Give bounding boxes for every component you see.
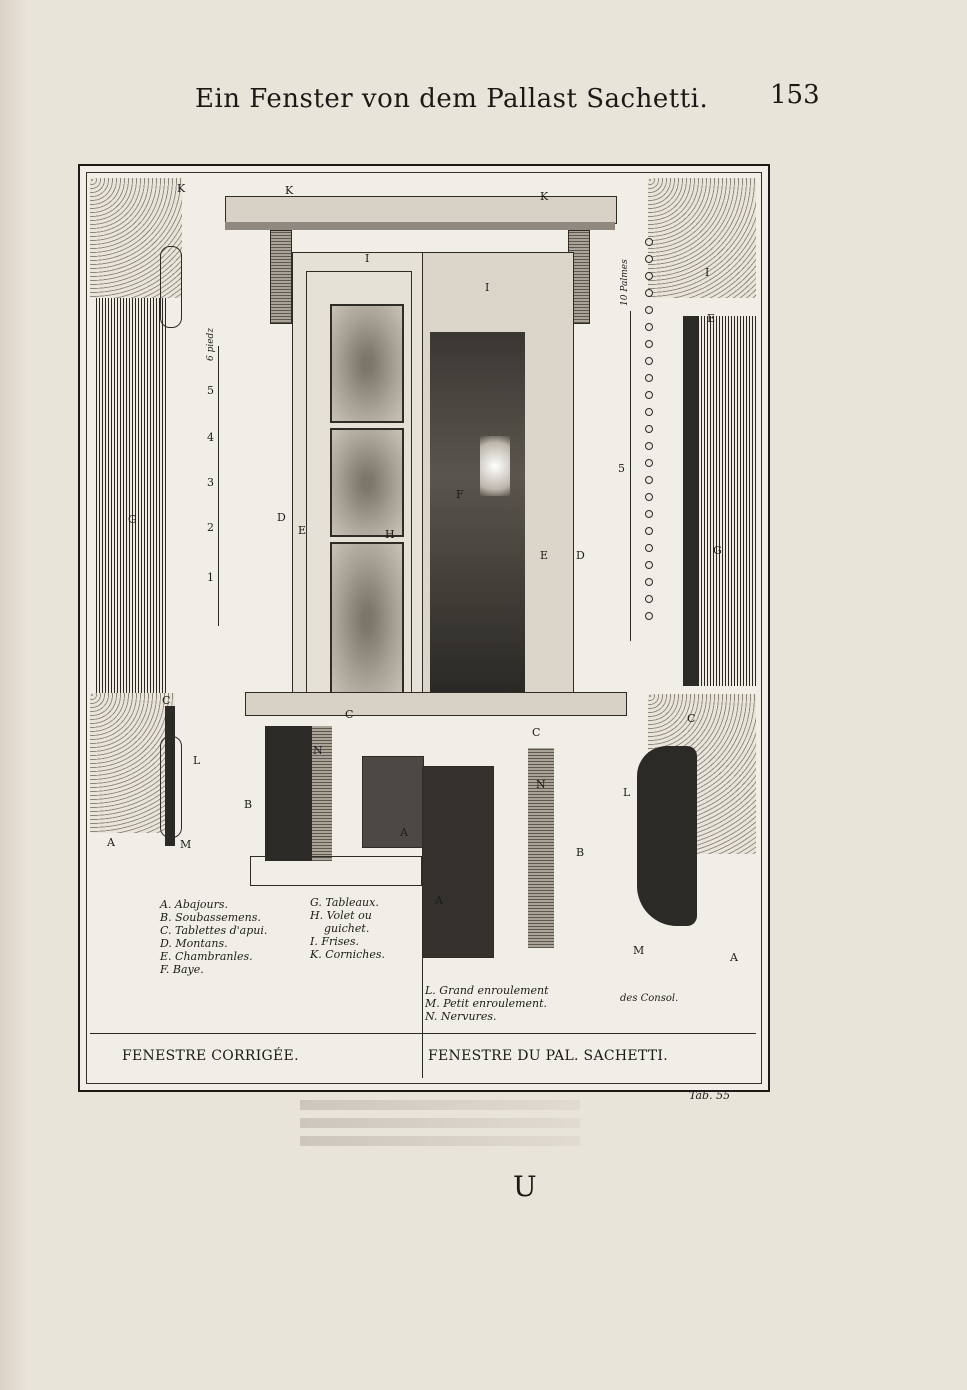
right-wall-shadow bbox=[683, 316, 701, 686]
plate-border bbox=[86, 172, 762, 1084]
right-scale-mark: 5 bbox=[618, 462, 625, 475]
label-l-right: L bbox=[623, 786, 631, 799]
label-f: F bbox=[456, 488, 464, 501]
legend-entry: I. Frises. bbox=[310, 935, 360, 948]
legend-entry: N. Nervures. bbox=[425, 1010, 497, 1023]
label-c-left-wall: C bbox=[162, 694, 171, 707]
right-console-scroll bbox=[637, 746, 697, 926]
right-base-niche bbox=[422, 766, 494, 958]
page-gutter bbox=[0, 0, 30, 1390]
label-k-left: K bbox=[285, 184, 294, 197]
left-console-scroll-lower bbox=[160, 736, 182, 838]
right-wall-top-section bbox=[648, 178, 756, 298]
legend-entry: K. Corniches. bbox=[310, 948, 386, 961]
label-i-right: I bbox=[485, 281, 490, 294]
right-window-opening bbox=[430, 332, 525, 692]
plate-reference: Tab. 55 bbox=[689, 1089, 731, 1102]
label-c-right-wall: C bbox=[687, 712, 696, 725]
legend-entry: B. Soubassemens. bbox=[160, 911, 261, 924]
legend-right: L. Grand enroulement M. Petit enroulemen… bbox=[425, 984, 549, 1023]
left-scale-mark: 2 bbox=[207, 521, 214, 534]
label-g-right: G bbox=[713, 544, 722, 557]
engraved-plate: K K K I I I E G G D D E E H F C C C C L … bbox=[78, 164, 770, 1092]
left-wall-jamb bbox=[96, 298, 166, 693]
label-n-right: N bbox=[536, 778, 546, 791]
right-wall-jamb bbox=[698, 316, 758, 686]
label-b-right: B bbox=[576, 846, 585, 859]
page-header: Ein Fenster von dem Pallast Sachetti. bbox=[195, 84, 709, 114]
legend-middle: G. Tableaux. H. Volet ou guichet. I. Fri… bbox=[310, 896, 385, 961]
left-wall-top-section bbox=[90, 178, 182, 298]
label-a-right: A bbox=[435, 894, 443, 907]
label-a-right-wall: A bbox=[730, 951, 738, 964]
label-g-left: G bbox=[128, 513, 137, 526]
right-nervure bbox=[528, 748, 554, 948]
left-plinth bbox=[250, 856, 422, 886]
legend-entry: E. Chambranles. bbox=[160, 950, 253, 963]
right-scale-bar bbox=[630, 311, 631, 641]
page-number: 153 bbox=[770, 80, 820, 110]
label-i-left: I bbox=[365, 252, 370, 265]
left-wall-shadow bbox=[165, 706, 175, 846]
label-d-left: D bbox=[277, 511, 286, 524]
label-l-left: L bbox=[193, 754, 201, 767]
left-scale-mark: 1 bbox=[207, 571, 214, 584]
left-caption: FENESTRE CORRIGÉE. bbox=[122, 1048, 299, 1064]
label-m-right: M bbox=[633, 944, 645, 957]
caption-rule bbox=[90, 1033, 756, 1034]
legend-consoles-note: des Consol. bbox=[620, 993, 679, 1004]
cornice-shadow bbox=[225, 222, 615, 230]
legend-entry: C. Tablettes d'apui. bbox=[160, 924, 268, 937]
left-console-scroll-upper bbox=[160, 246, 182, 328]
left-scale-mark: 3 bbox=[207, 476, 214, 489]
left-bracket bbox=[270, 230, 292, 324]
signature-mark: U bbox=[513, 1170, 537, 1203]
label-i-right-wall: I bbox=[705, 266, 710, 279]
label-e-left: E bbox=[298, 524, 307, 537]
right-measure-chain bbox=[645, 238, 653, 629]
legend-entry: A. Abajours. bbox=[160, 898, 228, 911]
left-scale-mark: 4 bbox=[207, 431, 214, 444]
left-scale-mark: 5 bbox=[207, 384, 214, 397]
left-scale-label: 6 piedz bbox=[206, 327, 216, 361]
label-n-left: N bbox=[313, 744, 323, 757]
legend-left: A. Abajours. B. Soubassemens. C. Tablett… bbox=[160, 898, 267, 976]
bleed-through-text bbox=[300, 1100, 580, 1160]
right-scale-label: 10 Palmes bbox=[620, 259, 630, 306]
shutter-panel-upper bbox=[330, 304, 404, 423]
shutter-panel-middle bbox=[330, 428, 404, 537]
shutter-panel-lower bbox=[330, 542, 404, 696]
legend-entry: H. Volet ou bbox=[310, 909, 372, 922]
label-k-right: K bbox=[540, 190, 549, 203]
label-c-right: C bbox=[532, 726, 541, 739]
label-e-right-wall: E bbox=[707, 312, 716, 325]
left-base-niche bbox=[362, 756, 424, 848]
label-a-left-wall: A bbox=[107, 836, 115, 849]
legend-entry: D. Montans. bbox=[160, 937, 228, 950]
legend-entry: guichet. bbox=[324, 922, 370, 935]
label-b-left: B bbox=[244, 798, 253, 811]
label-h: H bbox=[385, 528, 395, 541]
label-k-left-wall: K bbox=[177, 182, 186, 195]
label-e-right: E bbox=[540, 549, 549, 562]
legend-entry: F. Baye. bbox=[160, 963, 204, 976]
legend-entry: M. Petit enroulement. bbox=[425, 997, 548, 1010]
label-m-left: M bbox=[180, 838, 192, 851]
label-a-left: A bbox=[400, 826, 408, 839]
legend-entry: L. Grand enroulement bbox=[425, 984, 549, 997]
window-sill bbox=[245, 692, 627, 716]
label-d-right: D bbox=[576, 549, 585, 562]
legend-entry: G. Tableaux. bbox=[310, 896, 379, 909]
left-nervure bbox=[312, 726, 332, 861]
left-scale-bar bbox=[218, 346, 219, 626]
right-caption: FENESTRE DU PAL. SACHETTI. bbox=[428, 1048, 669, 1064]
label-c-left: C bbox=[345, 708, 354, 721]
caption-divider bbox=[422, 864, 423, 1078]
cornice bbox=[225, 196, 617, 224]
glass-reflection bbox=[480, 436, 510, 496]
